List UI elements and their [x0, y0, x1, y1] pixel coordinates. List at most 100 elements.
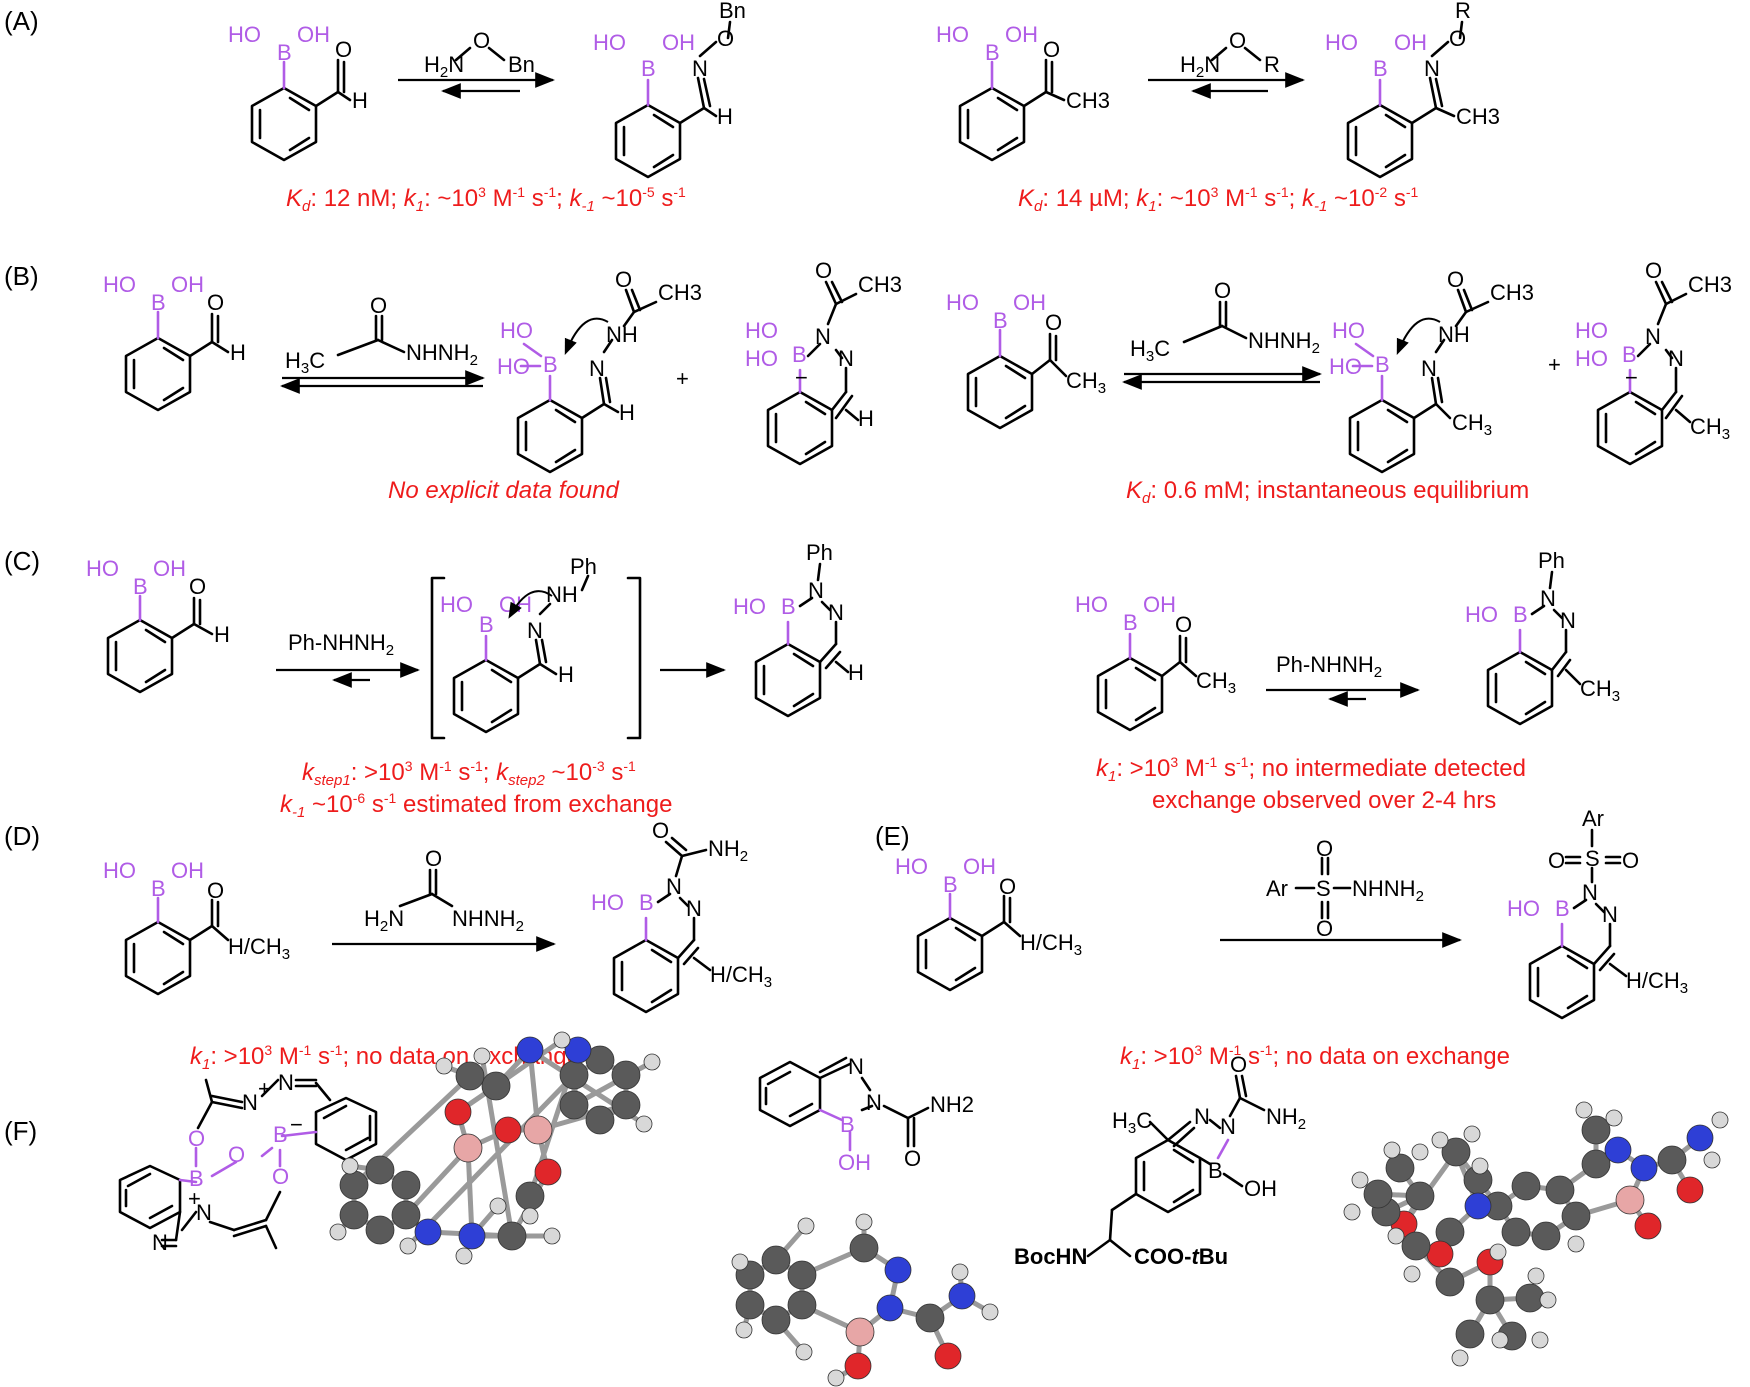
caption-c-left-line1: kstep1: >103 M-1 s-1; kstep2 ~10-3 s-1: [302, 758, 636, 789]
svg-text:OH: OH: [838, 1150, 871, 1175]
bracket-left: [430, 576, 446, 740]
model-atom: [884, 1256, 912, 1284]
reagent-acetohydrazide-2: O H3C NHNH2: [1130, 278, 1320, 365]
molecule-b-right-ketone: O CH3 HO B OH: [946, 290, 1106, 430]
model-atom: [1657, 1145, 1687, 1175]
svg-text:B: B: [189, 1166, 204, 1191]
svg-text:B: B: [151, 290, 166, 315]
svg-text:HO: HO: [1075, 592, 1108, 617]
model-atom: [1501, 1217, 1531, 1247]
svg-text:HO: HO: [1575, 318, 1608, 343]
svg-text:B: B: [273, 1122, 288, 1147]
model-atom: [876, 1294, 904, 1322]
model-atom: [1575, 1101, 1593, 1119]
model-atom: [1605, 1109, 1623, 1127]
model-atom: [455, 1247, 473, 1265]
model-atom: [735, 1321, 753, 1339]
model-atom: [761, 1245, 791, 1275]
svg-text:O: O: [370, 293, 387, 318]
model-atom: [365, 1215, 395, 1245]
molecule-d-carbonyl: O H/CH3 HO B OH: [103, 858, 290, 996]
model-atom: [1464, 1192, 1492, 1220]
model-atom: [523, 1115, 553, 1145]
model-atom: [1385, 1153, 1415, 1183]
svg-text:H2N: H2N: [1180, 52, 1220, 81]
svg-text:O: O: [1449, 26, 1466, 51]
svg-text:N: N: [808, 578, 824, 603]
svg-text:OH: OH: [153, 556, 186, 581]
model-atom: [1703, 1151, 1721, 1169]
panel-label-f: (F): [4, 1116, 37, 1146]
model-atom: [1545, 1175, 1575, 1205]
model-atom: [515, 1181, 545, 1211]
model-atom: [1455, 1319, 1485, 1349]
svg-text:O: O: [1175, 612, 1192, 637]
svg-text:B: B: [1622, 342, 1637, 367]
svg-text:O: O: [1045, 310, 1062, 335]
svg-text:HO: HO: [1325, 30, 1358, 55]
svg-text:B: B: [1373, 56, 1388, 81]
svg-text:B: B: [840, 1112, 855, 1137]
model-atom: [559, 1090, 589, 1120]
svg-text:OH: OH: [963, 854, 996, 879]
model-atom: [473, 1047, 491, 1065]
svg-text:HO: HO: [745, 318, 778, 343]
model-atom: [391, 1200, 421, 1230]
svg-text:CH3: CH3: [858, 272, 902, 297]
model-atom: [453, 1133, 483, 1163]
model-atom: [635, 1115, 653, 1133]
svg-text:R: R: [1264, 52, 1280, 77]
svg-text:N: N: [242, 1090, 258, 1115]
svg-text:O: O: [1230, 1052, 1247, 1077]
model-atom: [564, 1036, 592, 1064]
svg-text:H: H: [558, 662, 574, 687]
model-atom: [844, 1352, 872, 1380]
svg-text:N: N: [866, 1090, 882, 1115]
model-atom: [455, 1061, 485, 1091]
svg-text:BocHN: BocHN: [1014, 1244, 1087, 1269]
svg-text:Bn: Bn: [508, 52, 535, 77]
model-atom: [329, 1223, 347, 1241]
svg-text:OH: OH: [171, 272, 204, 297]
svg-text:N: N: [1540, 586, 1556, 611]
svg-text:N: N: [1668, 346, 1684, 371]
svg-text:OH: OH: [662, 30, 695, 55]
model-atom: [497, 1221, 527, 1251]
svg-text:B: B: [792, 342, 807, 367]
model-atom: [1411, 1143, 1429, 1161]
svg-text:HO: HO: [440, 592, 473, 617]
model-atom: [951, 1263, 969, 1281]
model-atom: [1539, 1291, 1557, 1309]
molecule-f-diazaborine: N N B OH O NH2: [758, 1054, 974, 1175]
svg-text:−: −: [1625, 365, 1638, 390]
model-atom: [339, 1200, 369, 1230]
molecule-e-product: S Ar O O N N H/CH3 HO B: [1507, 806, 1688, 1020]
svg-text:O: O: [188, 1126, 205, 1151]
svg-text:N: N: [1421, 356, 1437, 381]
model-atom: [1511, 1171, 1541, 1201]
model-atom: [414, 1218, 442, 1246]
svg-text:HO: HO: [591, 890, 624, 915]
svg-text:N: N: [828, 600, 844, 625]
svg-text:B: B: [1375, 352, 1390, 377]
svg-text:N: N: [1602, 902, 1618, 927]
model-atom: [339, 1170, 369, 1200]
svg-text:CH3: CH3: [1456, 104, 1500, 129]
svg-text:R: R: [1455, 0, 1471, 23]
molecule-b-left-hydrazone: N NH O CH3 H HO HO B: [497, 267, 702, 474]
panel-label-b: (B): [4, 261, 39, 291]
model-atom: [1630, 1154, 1658, 1182]
model-atom: [553, 1031, 571, 1049]
molecule-c-intermediate-hydrazone: N NH Ph H HO B OH: [440, 554, 597, 734]
model-atom: [761, 1305, 791, 1335]
model-atom: [1441, 1137, 1471, 1167]
svg-text:H: H: [214, 622, 230, 647]
svg-text:O: O: [1316, 836, 1333, 861]
svg-text:H: H: [848, 660, 864, 685]
svg-text:O: O: [615, 267, 632, 292]
model-atom: [458, 1222, 486, 1250]
molecule-a-right-ketone: O CH3 HO B OH: [936, 22, 1110, 162]
model-bond: [465, 1147, 475, 1237]
model-atom: [787, 1290, 817, 1320]
molecule-c-left-aldehyde: O H HO B OH: [86, 556, 230, 694]
